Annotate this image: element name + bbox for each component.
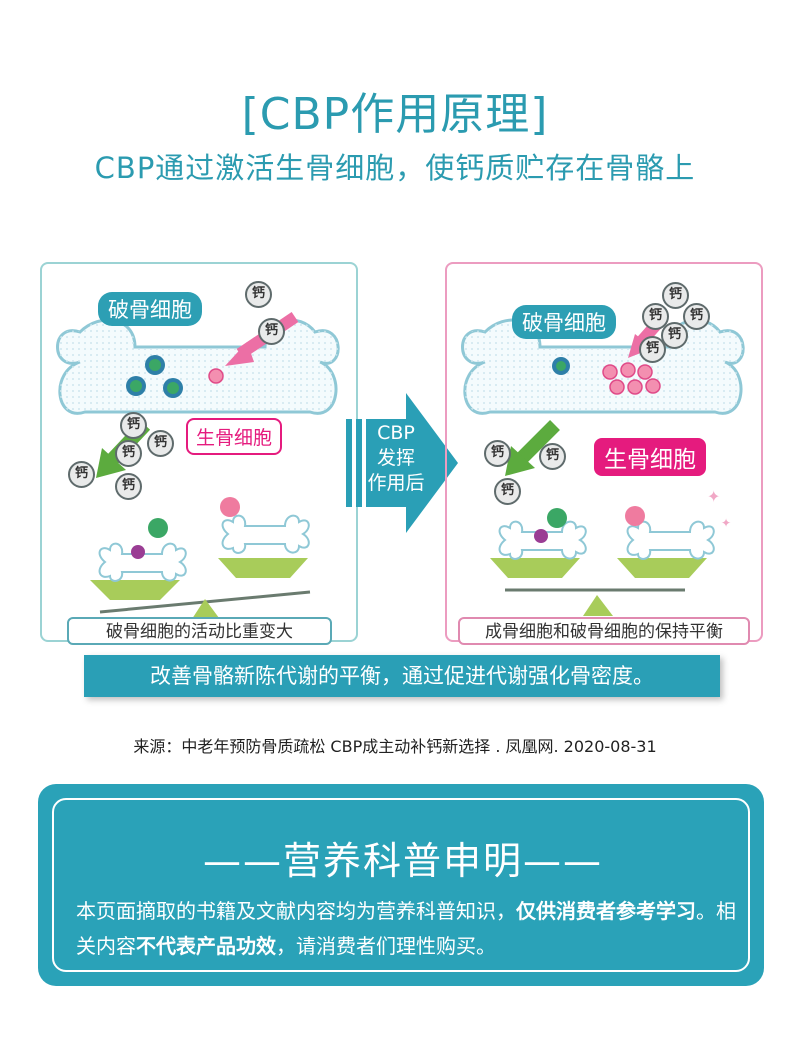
calcium-icon: 钙 bbox=[494, 478, 521, 505]
osteoclast-cell-icon bbox=[126, 355, 183, 398]
right-caption: 成骨细胞和破骨细胞的保持平衡 bbox=[458, 617, 750, 645]
balanced-seesaw-icon bbox=[490, 506, 715, 616]
transition-arrow-text: CBP 发挥 作用后 bbox=[356, 421, 436, 496]
right-osteoclast-label: 破骨细胞 bbox=[512, 305, 616, 339]
notice-text: 本页面摘取的书籍及文献内容均为营养科普知识， bbox=[76, 899, 516, 923]
calcium-icon: 钙 bbox=[661, 322, 688, 349]
source-citation: 来源：中老年预防骨质疏松 CBP成主动补钙新选择 . 凤凰网. 2020-08-… bbox=[133, 737, 657, 756]
right-osteoblast-label: 生骨细胞 bbox=[594, 438, 706, 476]
notice-bold-text: 不代表产品功效 bbox=[136, 934, 276, 958]
page-subtitle: CBP通过激活生骨细胞，使钙质贮存在骨骼上 bbox=[94, 151, 696, 185]
calcium-icon: 钙 bbox=[120, 412, 147, 439]
arrow-text-line1: CBP bbox=[377, 422, 415, 444]
notice-text: 。相关内容 bbox=[76, 899, 736, 958]
calcium-icon: 钙 bbox=[662, 282, 689, 309]
calcium-icon: 钙 bbox=[245, 281, 272, 308]
left-osteoclast-label: 破骨细胞 bbox=[98, 292, 202, 326]
osteoblast-cluster-icon bbox=[602, 362, 661, 395]
page-title: [CBP作用原理] bbox=[241, 89, 549, 140]
svg-text:✦: ✦ bbox=[721, 516, 731, 530]
calcium-icon: 钙 bbox=[258, 318, 285, 345]
left-caption: 破骨细胞的活动比重变大 bbox=[67, 617, 332, 645]
calcium-icon: 钙 bbox=[639, 336, 666, 363]
left-osteoblast-label: 生骨细胞 bbox=[186, 418, 283, 455]
notice-text: ，请消费者们理性购买。 bbox=[276, 934, 496, 958]
calcium-icon: 钙 bbox=[484, 440, 511, 467]
calcium-icon: 钙 bbox=[115, 440, 142, 467]
notice-inner-frame: ——营养科普申明—— 本页面摘取的书籍及文献内容均为营养科普知识，仅供消费者参考… bbox=[52, 798, 750, 972]
svg-text:✦: ✦ bbox=[707, 487, 720, 506]
summary-banner: 改善骨骼新陈代谢的平衡，通过促进代谢强化骨密度。 bbox=[84, 655, 720, 697]
arrow-text-line3: 作用后 bbox=[367, 472, 425, 494]
arrow-text-line2: 发挥 bbox=[376, 447, 415, 469]
calcium-icon: 钙 bbox=[115, 473, 142, 500]
calcium-icon: 钙 bbox=[683, 303, 710, 330]
seesaw-icon bbox=[90, 497, 311, 622]
transition-arrow-icon bbox=[346, 393, 458, 533]
nutrition-notice-box: ——营养科普申明—— 本页面摘取的书籍及文献内容均为营养科普知识，仅供消费者参考… bbox=[38, 784, 764, 986]
notice-body: 本页面摘取的书籍及文献内容均为营养科普知识，仅供消费者参考学习。相关内容不代表产… bbox=[76, 894, 736, 964]
calcium-icon: 钙 bbox=[539, 443, 566, 470]
calcium-icon: 钙 bbox=[68, 461, 95, 488]
notice-bold-text: 仅供消费者参考学习 bbox=[516, 899, 696, 923]
notice-title: ——营养科普申明—— bbox=[202, 839, 603, 883]
calcium-icon: 钙 bbox=[147, 430, 174, 457]
calcium-icon: 钙 bbox=[642, 303, 669, 330]
